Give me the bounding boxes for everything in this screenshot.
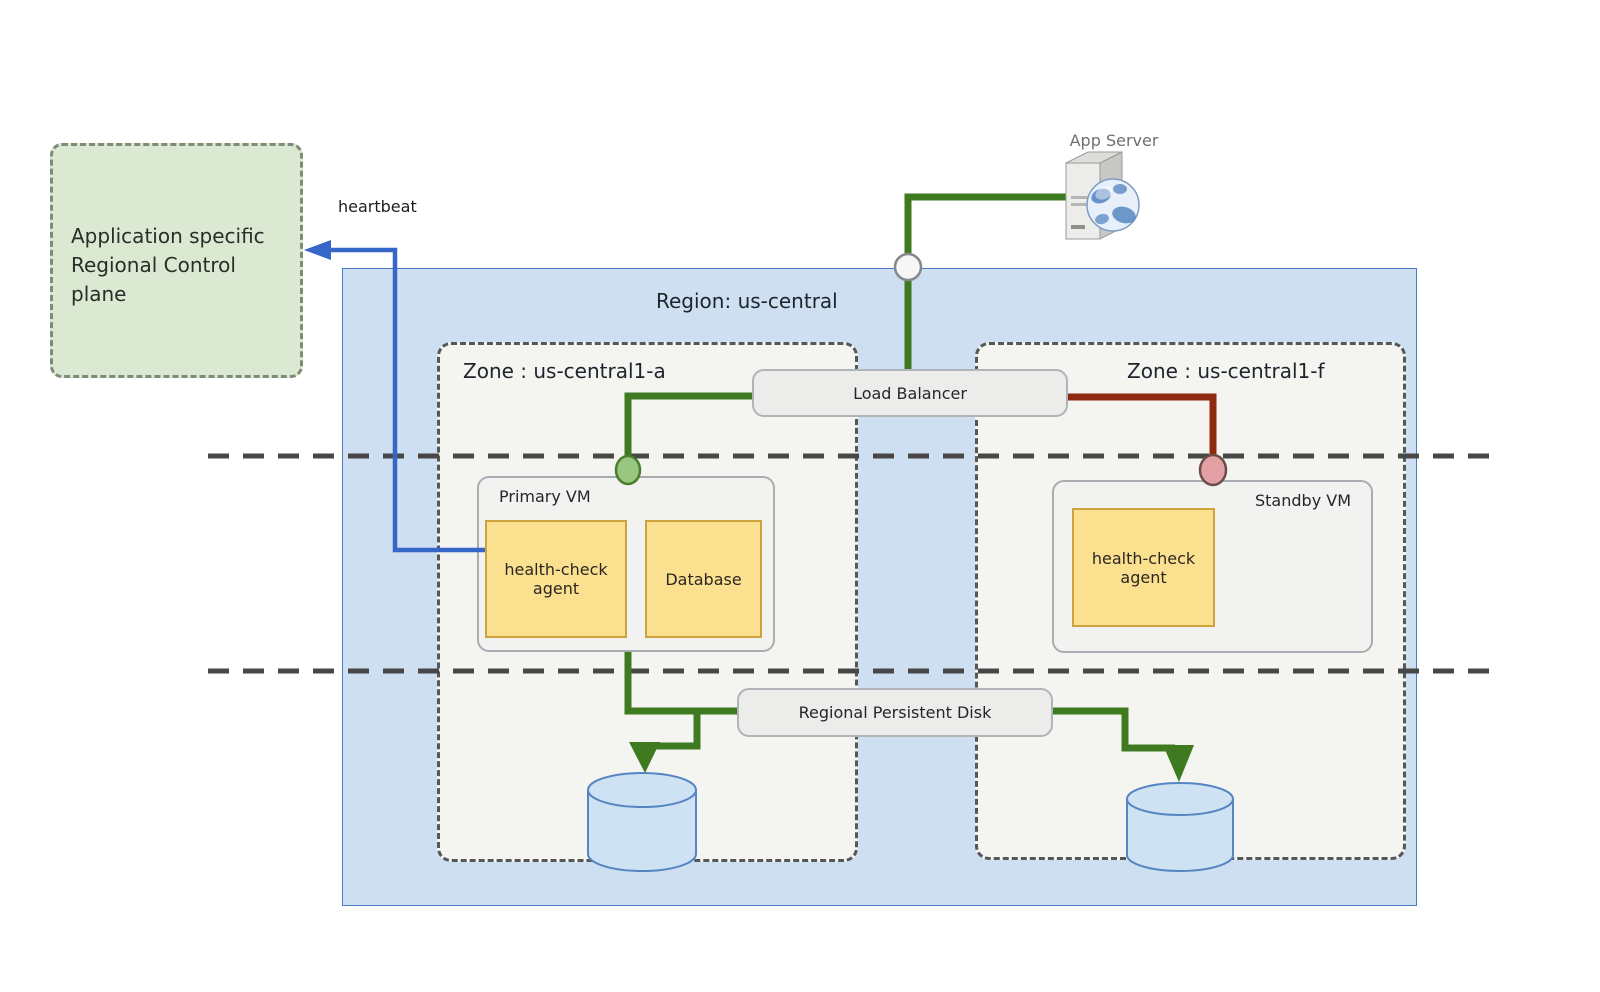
control-plane-line-3: plane (71, 282, 127, 306)
primary-database-label: Database (665, 569, 742, 589)
regional-persistent-disk-box: Regional Persistent Disk (737, 688, 1053, 737)
control-plane-line-1: Application specific (71, 224, 265, 248)
standby-vm-label: Standby VM (1255, 491, 1351, 510)
load-balancer-label: Load Balancer (853, 383, 967, 403)
load-balancer-box: Load Balancer (752, 369, 1068, 417)
primary-database-box: Database (645, 520, 762, 638)
primary-vm-label: Primary VM (499, 487, 591, 506)
primary-health-check-agent-label: health-check agent (504, 560, 608, 598)
primary-health-check-agent-box: health-check agent (485, 520, 627, 638)
regional-control-plane-box: Application specific Regional Control pl… (50, 143, 303, 378)
regional-control-plane-text: Application specific Regional Control pl… (71, 222, 265, 309)
regional-persistent-disk-label: Regional Persistent Disk (798, 703, 992, 722)
zone-a-label: Zone : us-central1-a (463, 359, 666, 383)
standby-health-check-agent-label: health-check agent (1091, 548, 1196, 587)
heartbeat-label: heartbeat (338, 197, 417, 216)
standby-health-check-agent-box: health-check agent (1072, 508, 1215, 627)
region-label: Region: us-central (656, 289, 838, 313)
control-plane-line-2: Regional Control (71, 253, 236, 277)
heartbeat-arrowhead-icon (304, 240, 331, 260)
app-server-label: App Server (1069, 131, 1159, 150)
zone-f-label: Zone : us-central1-f (1127, 359, 1325, 383)
app-server-icon (1065, 151, 1140, 240)
